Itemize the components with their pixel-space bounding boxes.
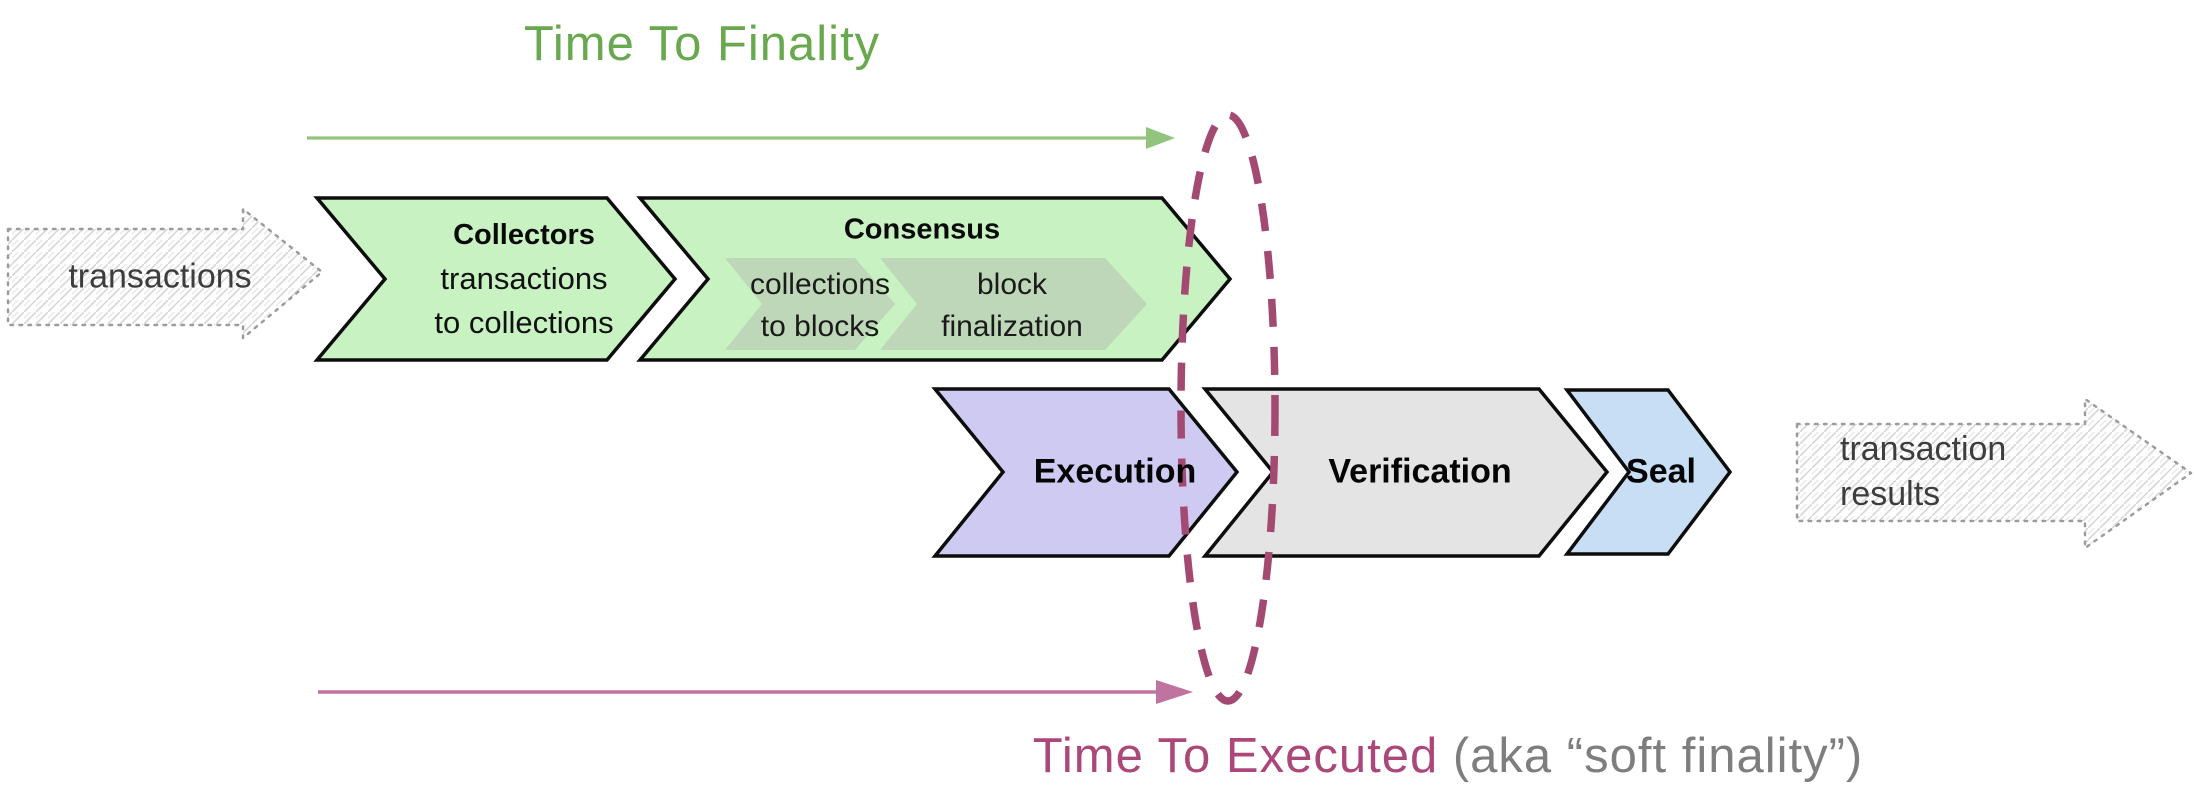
collectors-title: Collectors (453, 219, 595, 251)
execution-chevron (931, 387, 1240, 558)
consensus-title: Consensus (843, 213, 1001, 246)
input-arrow-shape (6, 207, 324, 340)
collectors-chevron (313, 196, 678, 362)
collectors-desc-line1: transactions (440, 261, 608, 296)
execution-title: Execution (1033, 452, 1197, 491)
collectors-label-block: Collectors transactions to collections (434, 213, 613, 345)
substep2-line2: finalization (941, 310, 1083, 343)
input-arrow-label: transactions (68, 257, 252, 296)
substep1-line1: collections (749, 268, 891, 301)
collectors-desc-line2: to collections (434, 305, 614, 340)
consensus-substep1-chevron (725, 258, 895, 350)
output-arrow-shape (1795, 397, 2193, 550)
time-to-executed-text: Time To Executed (1032, 729, 1439, 783)
substep2-line1: block (976, 268, 1048, 301)
soft-finality-note: (aka “soft finality”) (1452, 729, 1864, 783)
time-to-finality-label: Time To Finality (523, 17, 881, 71)
executed-arrowhead (1156, 680, 1193, 704)
consensus-substep1-label: collections to blocks (750, 264, 890, 348)
consensus-substep2-label: block finalization (941, 264, 1083, 348)
verification-title: Verification (1328, 452, 1512, 491)
output-arrow-label: transaction results (1840, 427, 2006, 517)
seal-chevron (1563, 388, 1733, 556)
soft-finality-ellipse (1177, 111, 1279, 705)
finality-arrowhead (1146, 127, 1175, 149)
output-label-line1: transaction (1840, 430, 2007, 468)
seal-title: Seal (1626, 452, 1696, 491)
consensus-substep2-chevron (880, 258, 1147, 350)
time-to-executed-label: Time To Executed (aka “soft finality”) (1033, 728, 1863, 784)
output-label-line2: results (1840, 475, 1941, 513)
substep1-line2: to blocks (760, 310, 880, 343)
